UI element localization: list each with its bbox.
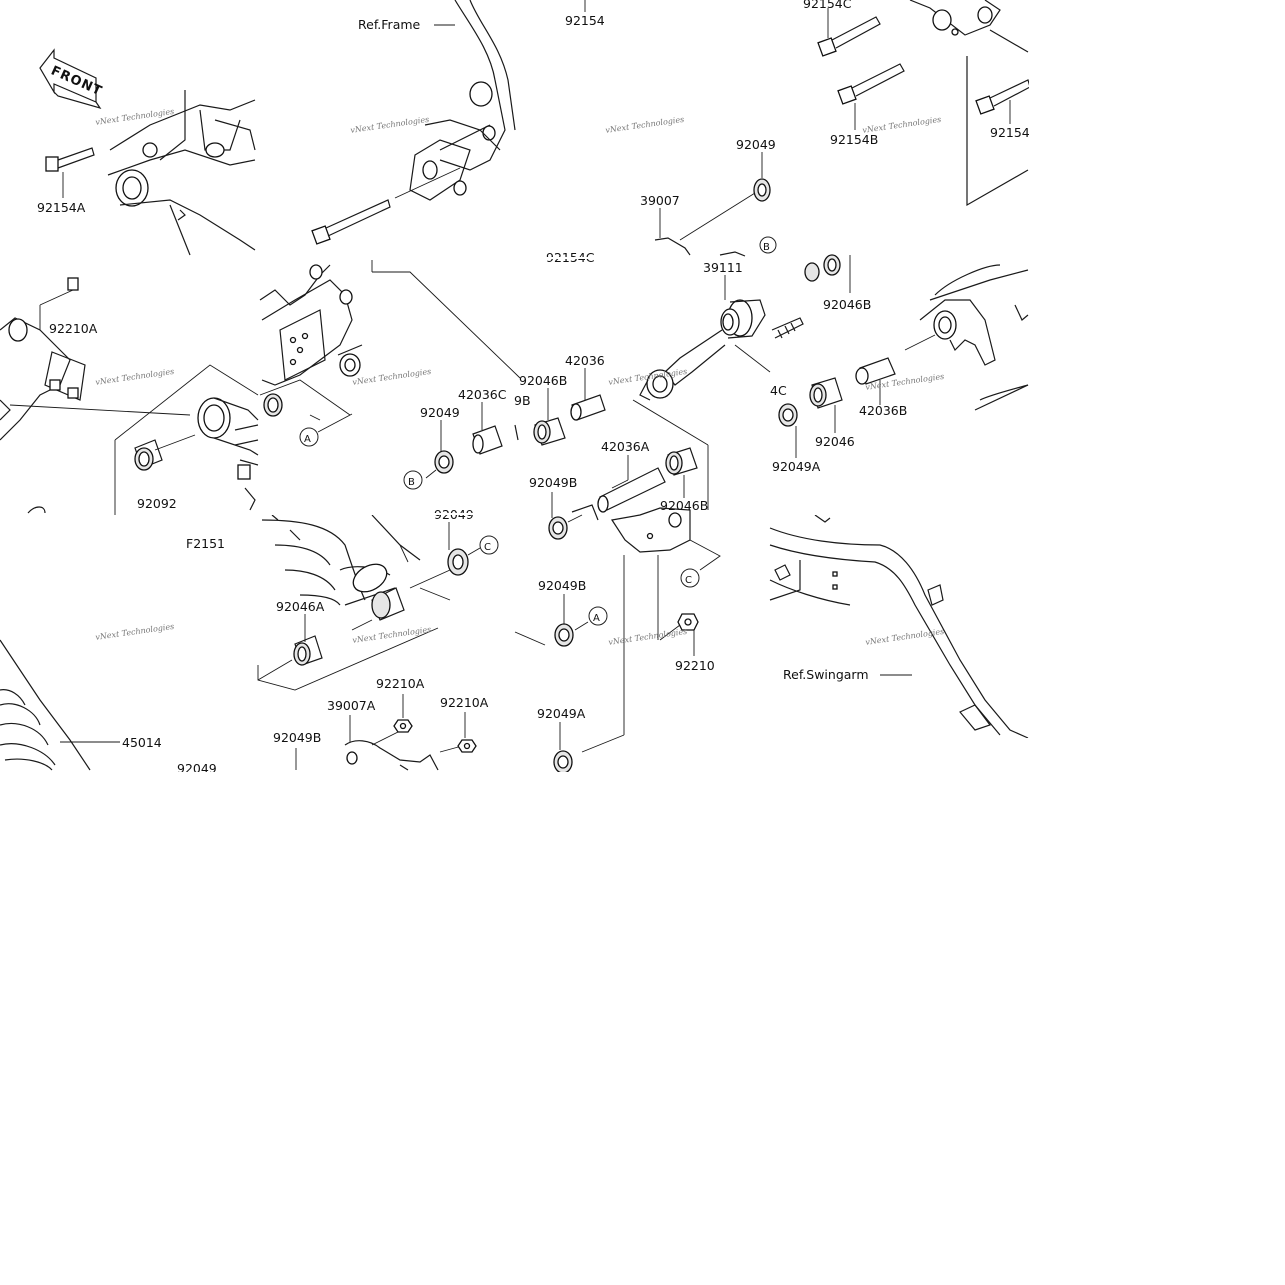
washer-92049-mid: B bbox=[403, 420, 454, 490]
ref-frame-label: Ref.Frame bbox=[358, 17, 421, 32]
part-label: 45014 bbox=[122, 735, 162, 750]
part-label: 92049B bbox=[273, 730, 321, 745]
part-label: 92210A bbox=[49, 321, 98, 336]
part-label: 92154B bbox=[830, 132, 878, 147]
nut-92210a-mid bbox=[393, 694, 413, 733]
watermark: vNext Technologies bbox=[605, 115, 685, 135]
callout-c: C bbox=[484, 542, 491, 553]
callout-c: C bbox=[685, 575, 692, 586]
part-label: 42036A bbox=[601, 439, 650, 454]
part-label: 92154A bbox=[37, 200, 86, 215]
top-right-bracket bbox=[909, 0, 1029, 207]
part-label: 39111 bbox=[703, 260, 743, 275]
bushing-92092 bbox=[114, 364, 259, 515]
part-label: 92154 bbox=[565, 13, 605, 28]
washer-92049-lower: C bbox=[409, 522, 499, 589]
watermark: vNext Technologies bbox=[865, 372, 945, 392]
nut-92210 bbox=[659, 613, 699, 656]
part-label: 92049A bbox=[537, 706, 586, 721]
watermark: vNext Technologies bbox=[95, 107, 175, 127]
tie-rod-39111 bbox=[632, 275, 804, 446]
washer-92049a-right bbox=[778, 403, 798, 458]
front-arrow-icon: FRONT bbox=[39, 48, 105, 110]
lower-bracket-left bbox=[0, 277, 191, 441]
watermark: vNext Technologies bbox=[608, 627, 688, 647]
washer-92049a-bottom bbox=[553, 722, 573, 774]
part-label: 92049B bbox=[538, 578, 586, 593]
part-label: 42036 bbox=[565, 353, 605, 368]
shock-top-mount bbox=[197, 397, 259, 511]
bearing-92046b-mid bbox=[533, 388, 566, 446]
plate-39007a bbox=[344, 715, 463, 771]
bearing-92046a bbox=[257, 587, 451, 691]
callout-b: B bbox=[763, 242, 770, 253]
part-label: 9B bbox=[514, 393, 531, 408]
part-label: 92046 bbox=[815, 434, 855, 449]
swingarm-drawing bbox=[769, 514, 1029, 739]
bolts-92154-set bbox=[817, 8, 1031, 130]
part-label: 42036C bbox=[458, 387, 507, 402]
watermark: vNext Technologies bbox=[352, 367, 432, 387]
watermark: vNext Technologies bbox=[865, 627, 945, 647]
part-label: 92046B bbox=[660, 498, 708, 513]
callout-a: A bbox=[593, 613, 600, 624]
swingarm-pivot-right bbox=[904, 264, 1029, 411]
part-label: 92049 bbox=[736, 137, 776, 152]
bolt-92154a bbox=[45, 147, 95, 198]
part-label: 92046B bbox=[823, 297, 871, 312]
link-plate: C bbox=[581, 445, 721, 753]
part-label: 4C bbox=[770, 383, 787, 398]
part-label: 92154C bbox=[803, 0, 852, 11]
part-labels: Ref.Frame 92154 92154C 92154B 92154A 921… bbox=[37, 0, 1030, 776]
spacer-42036 bbox=[570, 368, 606, 421]
spacer-42036b bbox=[855, 357, 896, 405]
ref-swingarm-label: Ref.Swingarm bbox=[783, 667, 869, 682]
washer-92046b-right bbox=[804, 254, 851, 293]
bearing-92046b-lower bbox=[665, 447, 698, 498]
part-label: 92049 bbox=[420, 405, 460, 420]
callout-b: B bbox=[408, 477, 415, 488]
part-label: 92046A bbox=[276, 599, 325, 614]
part-label: 42036B bbox=[859, 403, 907, 418]
frame-mount-drawing bbox=[409, 0, 516, 201]
part-label: 92154 bbox=[990, 125, 1030, 140]
shock-absorber-body bbox=[261, 514, 421, 606]
long-bolt bbox=[311, 167, 461, 245]
watermark: vNext Technologies bbox=[95, 367, 175, 387]
washer-92049b-mid bbox=[548, 492, 599, 540]
bearing-92046 bbox=[809, 377, 843, 433]
washer-92049b-lower: A bbox=[514, 594, 608, 647]
frame-bracket-drawing bbox=[107, 90, 256, 256]
watermark: vNext Technologies bbox=[352, 625, 432, 645]
spacer-42036c bbox=[472, 402, 503, 455]
part-label: 92210 bbox=[675, 658, 715, 673]
part-label: 92049A bbox=[772, 459, 821, 474]
figure-code: F2151 bbox=[186, 536, 225, 551]
spacer-42036a bbox=[597, 455, 666, 513]
callout-a: A bbox=[304, 434, 311, 445]
part-label: 92046B bbox=[519, 373, 567, 388]
bearing-92046a-top bbox=[371, 587, 405, 621]
part-label: 39007A bbox=[327, 698, 376, 713]
rocker-frame-mount: A bbox=[259, 260, 521, 447]
nut-92210a-right bbox=[457, 712, 477, 753]
part-label: 92049B bbox=[529, 475, 577, 490]
part-label: 92210A bbox=[440, 695, 489, 710]
plate-39007: B bbox=[654, 208, 777, 257]
washer-92049-top bbox=[679, 152, 771, 241]
part-label: 92210A bbox=[376, 676, 425, 691]
watermark: vNext Technologies bbox=[350, 115, 430, 135]
part-label: 39007 bbox=[640, 193, 680, 208]
part-label: 92092 bbox=[137, 496, 177, 511]
watermark: vNext Technologies bbox=[95, 622, 175, 642]
watermark-group-top: vNext Technologies vNext Technologies vN… bbox=[95, 107, 942, 135]
shock-absorber-45014 bbox=[0, 639, 120, 771]
